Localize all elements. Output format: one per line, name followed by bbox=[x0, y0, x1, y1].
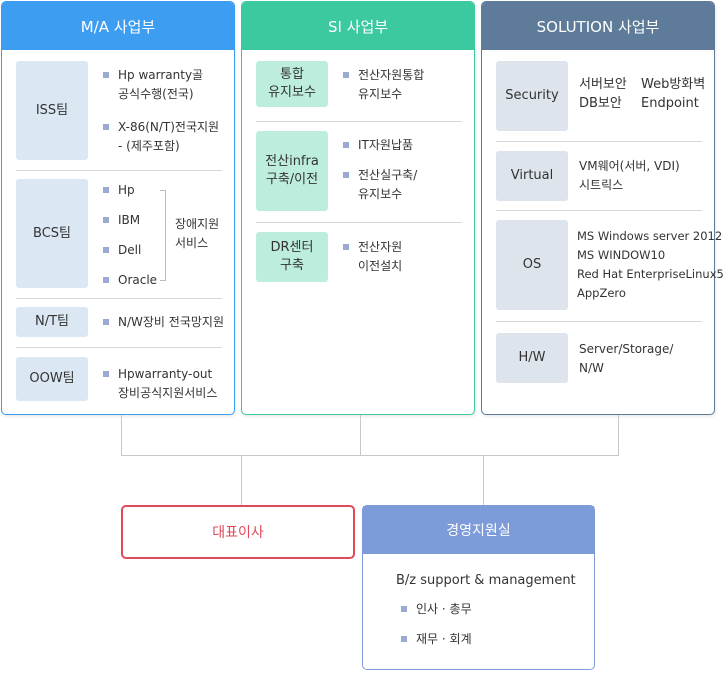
mgmt-header: 경영지원실 bbox=[363, 506, 594, 554]
team-iss: ISS팀 bbox=[16, 61, 88, 160]
bcs-item-dell: Dell bbox=[102, 241, 141, 260]
ma-separator-3 bbox=[16, 347, 222, 348]
si-infra-item-2: 전산실구축/유지보수 bbox=[342, 166, 417, 204]
si-separator-1 bbox=[256, 121, 462, 122]
ma-division-header: M/A 사업부 bbox=[2, 2, 234, 50]
team-nt: N/T팀 bbox=[16, 307, 88, 337]
solution-group-hw: H/W bbox=[496, 333, 568, 383]
connector-sol-down bbox=[618, 415, 619, 455]
ma-separator-1 bbox=[16, 170, 222, 171]
ma-separator-2 bbox=[16, 298, 222, 299]
ceo-box: 대표이사 bbox=[121, 505, 355, 559]
team-oow: OOW팀 bbox=[16, 357, 88, 401]
connector-mgmt bbox=[483, 455, 484, 505]
si-infra-item-1: IT자원납품 bbox=[342, 136, 413, 155]
mgmt-item-finance: 재무 · 회계 bbox=[401, 630, 472, 649]
team-bcs: BCS팀 bbox=[16, 179, 88, 288]
iss-item-2: X-86(N/T)전국지원- (제주포함) bbox=[102, 118, 219, 156]
sol-separator-1 bbox=[496, 141, 702, 142]
nt-item-1: N/W장비 전국망지원 bbox=[103, 313, 224, 332]
connector-horizontal-top bbox=[121, 455, 619, 456]
si-separator-2 bbox=[256, 222, 462, 223]
mgmt-item-hr: 인사 · 총무 bbox=[401, 600, 472, 619]
bcs-item-hp: Hp bbox=[103, 181, 135, 200]
bcs-item-oracle: Oracle bbox=[102, 271, 157, 290]
sol-separator-3 bbox=[496, 321, 702, 322]
bcs-item-ibm: IBM bbox=[102, 211, 140, 230]
connector-ma-down bbox=[121, 415, 122, 455]
solution-group-virtual: Virtual bbox=[496, 151, 568, 201]
solution-group-security: Security bbox=[496, 61, 568, 131]
solution-group-os: OS bbox=[496, 220, 568, 310]
virtual-lines: VM웨어(서버, VDI)시트릭스 bbox=[579, 159, 680, 192]
connector-ceo bbox=[241, 455, 242, 505]
bcs-bracket bbox=[160, 190, 166, 281]
ceo-label: 대표이사 bbox=[212, 525, 264, 541]
connector-si-down bbox=[360, 415, 361, 455]
hw-lines: Server/Storage/N/W bbox=[579, 342, 674, 375]
mgmt-panel: 경영지원실 B/z support & management 인사 · 총무 재… bbox=[362, 505, 595, 670]
solution-division-header: SOLUTION 사업부 bbox=[482, 2, 714, 50]
sol-separator-2 bbox=[496, 210, 702, 211]
si-division-header: SI 사업부 bbox=[242, 2, 474, 50]
mgmt-subtitle: B/z support & management bbox=[396, 573, 576, 588]
